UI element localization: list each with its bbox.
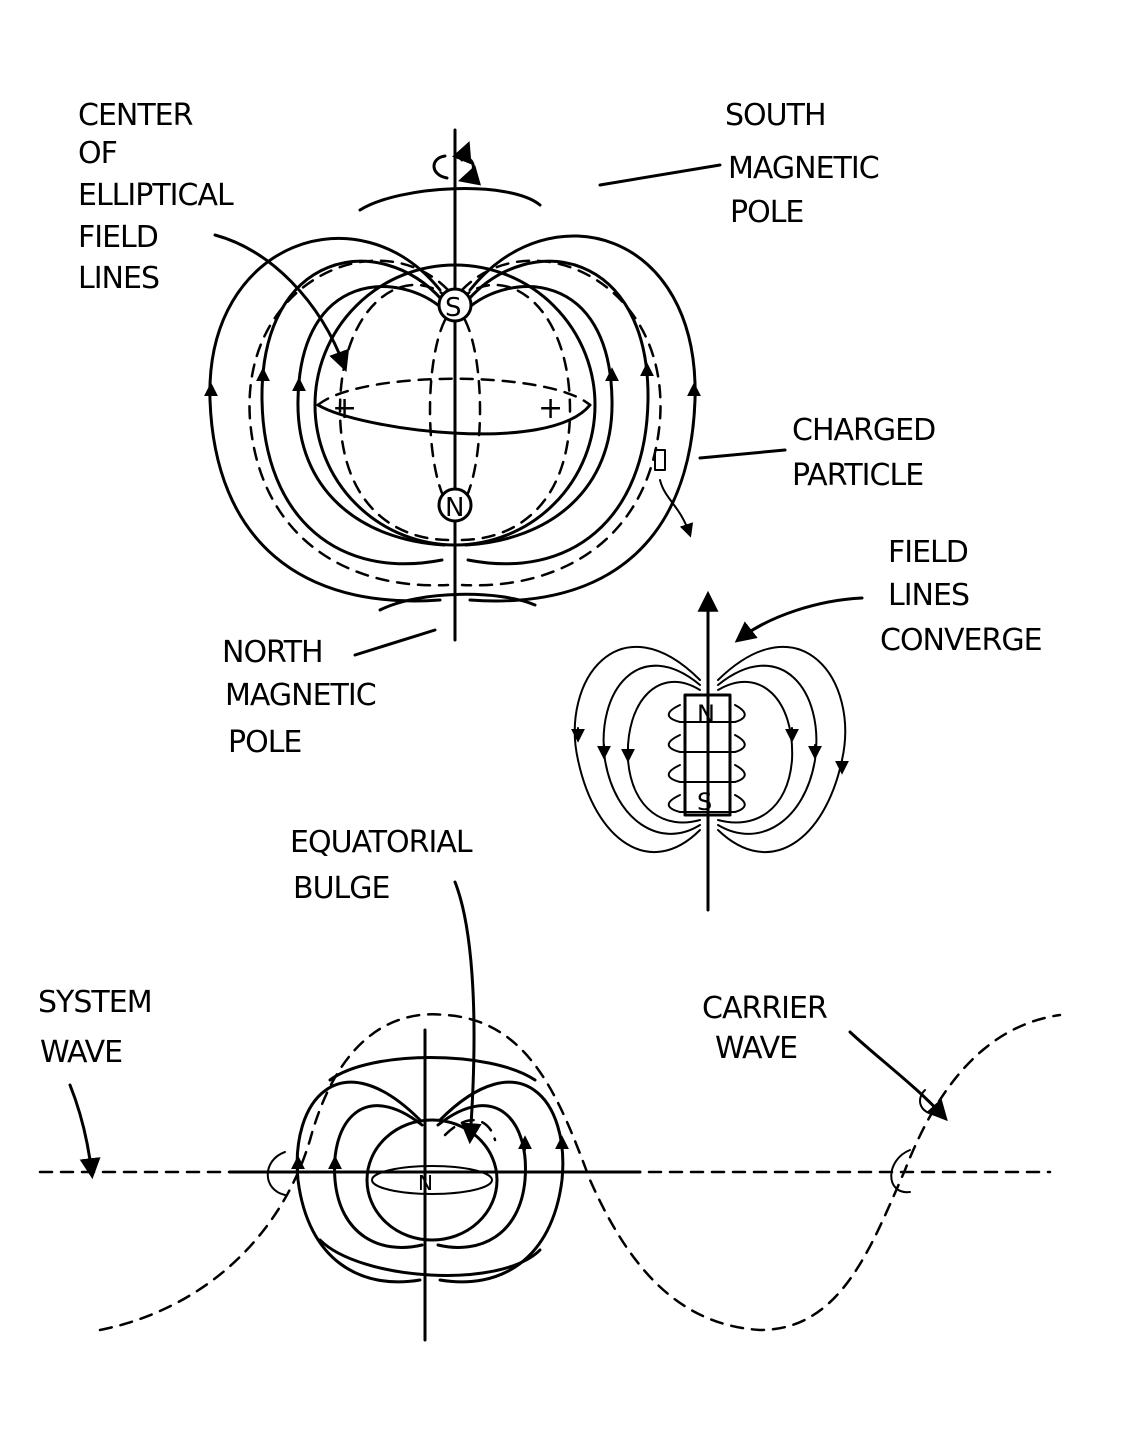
label-line: PARTICLE [792, 458, 923, 493]
dashed-field-center-left [428, 318, 447, 502]
label-line: EQUATORIAL [290, 825, 473, 860]
dashed-field-right-1 [460, 259, 662, 587]
label-line: CONVERGE [880, 623, 1042, 658]
coil-field-right-outer [717, 645, 847, 853]
bottom-field-top-cap [328, 1056, 537, 1082]
label-line: MAGNETIC [728, 151, 879, 186]
field-line-left-inner [296, 285, 446, 547]
label-line: FIELD [78, 220, 158, 255]
coil-field-right-middle [717, 664, 818, 835]
bottom-core-ellipse [365, 1118, 499, 1242]
label-line: CARRIER [702, 991, 827, 1026]
label-line: NORTH [222, 635, 323, 670]
label-north-magnetic-pole: NORTH MAGNETIC POLE [222, 635, 377, 760]
label-line: BULGE [293, 871, 390, 906]
bottom-equatorial-bulge [371, 1165, 493, 1195]
field-line-left-middle [260, 259, 444, 566]
system-wave-leader-arrow [68, 1083, 101, 1180]
carrier-wave-leader-arrow [848, 1030, 948, 1122]
south-pole-marker [437, 287, 473, 323]
north-pole-letter: N [445, 493, 463, 523]
converge-leader-arrow [734, 596, 864, 643]
field-line-top-cap [358, 187, 542, 212]
bottom-dashed-line [443, 1118, 497, 1142]
carrier-wave-curve [98, 1013, 1062, 1332]
bottom-field-left-inner [333, 1104, 424, 1249]
label-line: POLE [228, 725, 301, 760]
dashed-field-left-2 [338, 283, 452, 542]
north-pole-marker [437, 487, 473, 523]
label-carrier-wave: CARRIER WAVE [702, 991, 828, 1066]
rotation-arrow-tip [452, 141, 472, 165]
center-leader-arrow [213, 233, 350, 372]
equator-mark-left: + [332, 391, 356, 426]
equator-back [316, 377, 592, 407]
charged-particle-icon [654, 449, 666, 471]
bottom-field-right-outer [438, 1080, 565, 1284]
charged-particle-leader [698, 448, 787, 460]
coil-field-right-inner [717, 680, 794, 824]
field-line-right-outer [468, 234, 697, 603]
coil-winding [667, 794, 746, 813]
dashed-field-left-1 [248, 259, 450, 587]
label-line: CHARGED [792, 413, 935, 448]
south-pole-leader [598, 163, 722, 187]
dashed-field-center-right [463, 318, 482, 502]
label-south-magnetic-pole: SOUTH MAGNETIC POLE [725, 98, 880, 230]
coil-winding [667, 764, 746, 783]
dashed-field-right-2 [458, 283, 572, 542]
field-line-left-outer [208, 236, 442, 603]
bottom-north-letter: N [418, 1171, 432, 1195]
label-line: SYSTEM [38, 985, 152, 1020]
label-line: ELLIPTICAL [78, 178, 234, 213]
coil-field-left-outer [573, 645, 701, 853]
bottom-field-right-inner [436, 1104, 527, 1249]
coil-core [683, 693, 732, 817]
coil-winding [667, 734, 746, 753]
coil-south-letter: S [697, 788, 711, 816]
label-line: POLE [730, 195, 803, 230]
rotation-arrow-left-icon [266, 1151, 286, 1196]
field-line-right-inner [464, 285, 614, 547]
label-line: MAGNETIC [225, 678, 376, 713]
wave-diagram: N [38, 1013, 1062, 1342]
field-line-right-middle [466, 259, 650, 566]
coil-north-letter: N [697, 700, 714, 728]
label-charged-particle: CHARGED PARTICLE [792, 413, 936, 493]
equator-front [316, 403, 592, 436]
equator-mark-right: + [538, 391, 562, 426]
label-line: LINES [78, 261, 159, 296]
bottom-field-left-outer [295, 1080, 422, 1284]
label-equatorial-bulge: EQUATORIAL BULGE [290, 825, 474, 906]
label-field-lines-converge: FIELD LINES CONVERGE [880, 535, 1043, 658]
rotation-arrow-right-icon [890, 1149, 911, 1194]
label-line: WAVE [715, 1031, 797, 1066]
bottom-field-bottom-cap [318, 1238, 542, 1277]
label-line: FIELD [888, 535, 968, 570]
coil-diagram: N S [571, 590, 849, 912]
label-line: OF [78, 136, 117, 171]
particle-path-arrow-icon [659, 479, 694, 538]
globe-diagram: + + S N [204, 128, 701, 642]
label-center-of-elliptical-field-lines: CENTER OF ELLIPTICAL FIELD LINES [78, 98, 235, 296]
label-system-wave: SYSTEM WAVE [38, 985, 153, 1070]
label-line: SOUTH [725, 98, 826, 133]
label-line: LINES [888, 578, 969, 613]
south-pole-letter: S [445, 293, 461, 323]
coil-winding [667, 704, 746, 723]
globe-outline [313, 263, 597, 547]
label-line: WAVE [40, 1035, 122, 1070]
bulge-leader-arrow [453, 880, 482, 1145]
field-line-bottom-cap [378, 592, 537, 612]
label-line: CENTER [78, 98, 193, 133]
north-pole-leader [353, 628, 437, 657]
